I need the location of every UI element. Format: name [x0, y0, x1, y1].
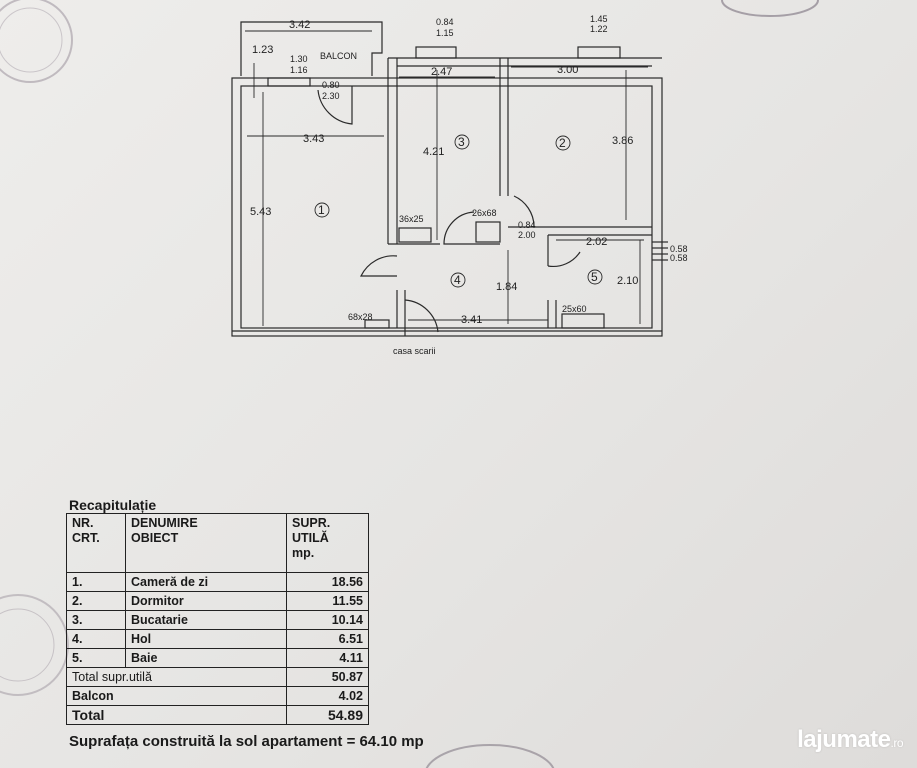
- built-area-label: Suprafața construită la sol apartament =: [69, 733, 356, 750]
- dim-balcony-width: 3.42: [289, 19, 310, 31]
- row-name: Cameră de zi: [125, 572, 287, 592]
- dim-kitchen-width: 2.47: [431, 66, 452, 78]
- watermark-tld: .ro: [890, 736, 903, 750]
- row-area: 10.14: [286, 610, 369, 630]
- official-stamp-bottom: [425, 744, 555, 768]
- row-nr: 1.: [66, 572, 126, 592]
- row-nr: 2.: [66, 591, 126, 611]
- dim-hall-length: 1.84: [496, 281, 517, 293]
- table-row: 1. Cameră de zi 18.56: [66, 572, 369, 592]
- header-area: SUPR. UTILĂ mp.: [286, 513, 369, 573]
- total-value: 54.89: [286, 705, 369, 725]
- recap-table: NR. CRT. DENUMIRE OBIECT SUPR. UTILĂ mp.…: [66, 513, 369, 725]
- room-number-1: 1: [318, 203, 325, 217]
- row-name: Bucatarie: [125, 610, 287, 630]
- dim-kitchen-length: 4.21: [423, 146, 444, 158]
- dim-hall-width: 3.41: [461, 314, 482, 326]
- row-nr: 4.: [66, 629, 126, 649]
- dim-living-length: 5.43: [250, 206, 271, 218]
- dim-door-balcony-width: 0.80: [322, 80, 340, 90]
- dim-bath-length: 2.10: [617, 275, 638, 287]
- table-row: 3. Bucatarie 10.14: [66, 610, 369, 630]
- dim-living-width: 3.43: [303, 133, 324, 145]
- row-area: 4.11: [286, 648, 369, 668]
- total-useful-value: 50.87: [286, 667, 369, 687]
- dim-bedroom-width: 3.00: [557, 64, 578, 76]
- official-stamp-left: [0, 594, 69, 696]
- dim-door-balcony-height: 2.30: [322, 91, 340, 101]
- row-area: 11.55: [286, 591, 369, 611]
- room-number-4: 4: [454, 273, 461, 287]
- row-area: 6.51: [286, 629, 369, 649]
- dim-kitchen-fixture: 36x25: [399, 214, 424, 224]
- total-row: Total 54.89: [66, 705, 369, 725]
- dim-window-1-height: 1.16: [290, 65, 308, 75]
- header-nr: NR. CRT.: [66, 513, 126, 573]
- balcony-row: Balcon 4.02: [66, 686, 369, 706]
- dim-window-3-height: 1.22: [590, 24, 608, 34]
- built-area-line: Suprafața construită la sol apartament =…: [69, 733, 424, 750]
- total-useful-label: Total supr.utilă: [66, 667, 287, 687]
- table-row: 4. Hol 6.51: [66, 629, 369, 649]
- watermark-brand: lajumate: [797, 726, 891, 753]
- dim-window-3-width: 1.45: [590, 14, 608, 24]
- stairwell-label: casa scarii: [393, 346, 436, 356]
- header-name: DENUMIRE OBIECT: [125, 513, 287, 573]
- table-header-row: NR. CRT. DENUMIRE OBIECT SUPR. UTILĂ mp.: [66, 513, 369, 573]
- official-stamp-top-right: [721, 0, 819, 17]
- floor-plan: 3.42 1.23 1.30 1.16 BALCON 0.80 2.30 0.8…: [231, 14, 688, 356]
- watermark: lajumate.ro: [797, 726, 903, 754]
- balcony-value: 4.02: [286, 686, 369, 706]
- dim-living-fixture: 68x28: [348, 312, 373, 322]
- row-name: Hol: [125, 629, 287, 649]
- dim-hall-fixture: 26x68: [472, 208, 497, 218]
- row-name: Baie: [125, 648, 287, 668]
- built-area-value: 64.10 mp: [359, 733, 424, 750]
- room-number-5: 5: [591, 270, 598, 284]
- total-useful-row: Total supr.utilă 50.87: [66, 667, 369, 687]
- official-stamp-top-left: [0, 0, 73, 83]
- dim-door-bedroom-width: 0.84: [518, 220, 536, 230]
- row-nr: 5.: [66, 648, 126, 668]
- row-area: 18.56: [286, 572, 369, 592]
- dim-balcony-depth: 1.23: [252, 44, 273, 56]
- balcony-label: Balcon: [66, 686, 287, 706]
- dim-door-bedroom-height: 2.00: [518, 230, 536, 240]
- dim-stair-width: 0.58: [670, 244, 688, 254]
- room-number-3: 3: [458, 135, 465, 149]
- balcony-label: BALCON: [320, 51, 357, 61]
- dim-bedroom-length: 3.86: [612, 135, 633, 147]
- dim-stair-height: 0.58: [670, 253, 688, 263]
- dim-window-2-width: 0.84: [436, 17, 454, 27]
- dim-window-1-width: 1.30: [290, 54, 308, 64]
- dim-bath-fixture: 25x60: [562, 304, 587, 314]
- row-name: Dormitor: [125, 591, 287, 611]
- table-row: 5. Baie 4.11: [66, 648, 369, 668]
- dim-bath-width: 2.02: [586, 236, 607, 248]
- room-number-2: 2: [559, 136, 566, 150]
- table-row: 2. Dormitor 11.55: [66, 591, 369, 611]
- dim-window-2-height: 1.15: [436, 28, 454, 38]
- total-label: Total: [66, 705, 287, 725]
- recap-title: Recapitulație: [69, 497, 157, 513]
- row-nr: 3.: [66, 610, 126, 630]
